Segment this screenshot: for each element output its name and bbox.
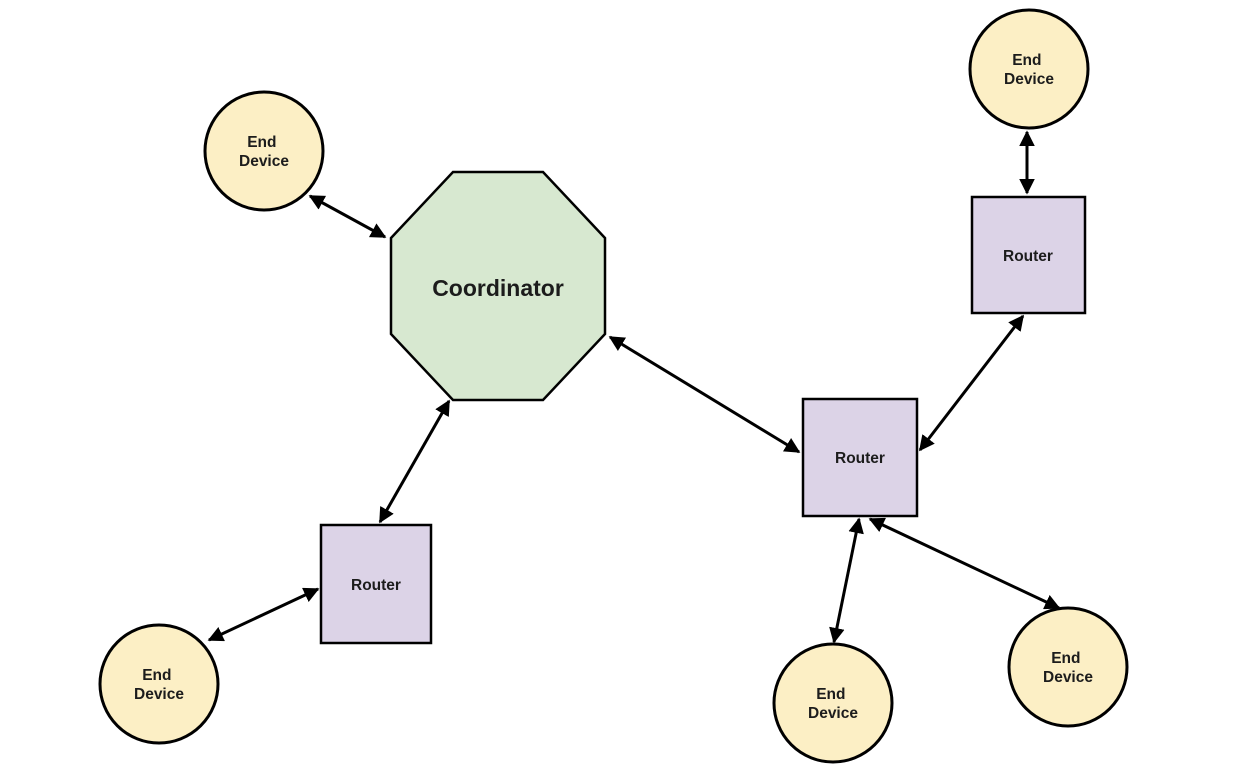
end-device-bottom-center-label-line2: Device — [808, 705, 858, 722]
end-device-top-left-shape — [203, 90, 325, 212]
end-device-bottom-left-label: End Device — [134, 667, 184, 703]
end-device-bottom-center-label: End Device — [808, 686, 858, 722]
end-device-bottom-right-shape — [1007, 606, 1129, 728]
router-bottom-left-label: Router — [351, 577, 401, 594]
end-device-bottom-right-node: End Device — [1007, 606, 1129, 728]
router-top-right-node: Router — [970, 195, 1087, 315]
end-device-top-left-label: End Device — [239, 134, 289, 170]
edge-router-center-end-device-bottom-center — [829, 517, 864, 644]
router-center-node: Router — [801, 397, 919, 518]
end-device-top-right-label-line1: End — [1012, 52, 1041, 69]
edge-router-bottom-left-end-device-bottom-left — [207, 587, 320, 642]
end-device-bottom-left-label-line1: End — [142, 667, 171, 684]
end-device-top-right-label-line2: Device — [1004, 71, 1054, 88]
end-device-bottom-center-label-line1: End — [816, 686, 845, 703]
edge-router-center-end-device-bottom-right — [868, 517, 1061, 610]
coordinator-node: Coordinator — [389, 170, 607, 402]
end-device-bottom-center-shape — [772, 642, 894, 764]
end-device-top-left-node: End Device — [203, 90, 325, 212]
router-center-label: Router — [835, 450, 885, 467]
end-device-bottom-right-label-line1: End — [1051, 650, 1080, 667]
edge-router-center-router-top-right — [918, 314, 1025, 452]
end-device-top-left-label-line2: Device — [239, 153, 289, 170]
router-bottom-left-shape — [319, 523, 433, 645]
router-top-right-shape — [970, 195, 1087, 315]
end-device-bottom-center-node: End Device — [772, 642, 894, 764]
end-device-top-left-label-line1: End — [247, 134, 276, 151]
end-device-bottom-right-label: End Device — [1043, 650, 1093, 686]
end-device-bottom-left-node: End Device — [98, 623, 220, 745]
edge-coordinator-router-bottom-left — [378, 399, 451, 524]
router-center-shape — [801, 397, 919, 518]
router-bottom-left-node: Router — [319, 523, 433, 645]
end-device-bottom-left-shape — [98, 623, 220, 745]
end-device-top-right-node: End Device — [968, 8, 1090, 130]
edges — [207, 130, 1061, 644]
end-device-top-right-shape — [968, 8, 1090, 130]
router-top-right-label: Router — [1003, 248, 1053, 265]
edge-coordinator-router-center — [608, 335, 801, 454]
end-device-bottom-left-label-line2: Device — [134, 686, 184, 703]
end-device-bottom-right-label-line2: Device — [1043, 669, 1093, 686]
coordinator-label: Coordinator — [432, 275, 564, 301]
coordinator-shape — [389, 170, 607, 402]
edge-end-device-top-left-coordinator — [308, 194, 387, 239]
end-device-top-right-label: End Device — [1004, 52, 1054, 88]
